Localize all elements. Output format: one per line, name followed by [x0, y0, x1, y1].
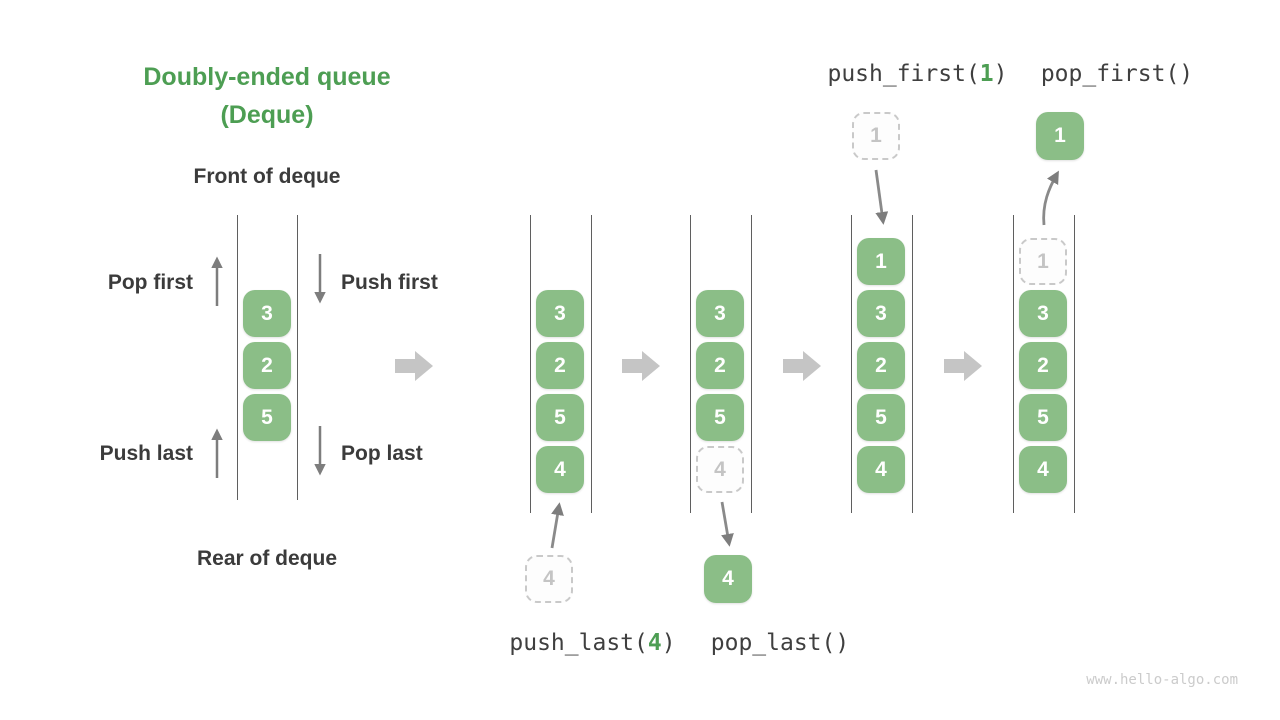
push-first-label: Push first [341, 271, 438, 294]
pop-last-label: Pop last [341, 442, 423, 465]
title-line1: Doubly-ended queue [143, 63, 391, 91]
queue-cell: 5 [536, 394, 584, 441]
queue-cell: 3 [696, 290, 744, 337]
push-first-move-arrow-icon [874, 169, 889, 225]
code-text: push_first( [827, 61, 980, 87]
push-last-label: Push last [99, 442, 193, 465]
push-last-code-label: push_last(4) [495, 629, 690, 657]
ghost-cell: 4 [696, 446, 744, 493]
push-last-move-arrow-icon [550, 502, 564, 549]
queue-cell: 4 [536, 446, 584, 493]
queue-cell: 2 [536, 342, 584, 389]
queue-cell: 2 [1019, 342, 1067, 389]
code-arg: 1 [979, 61, 994, 87]
queue-cell: 3 [243, 290, 291, 337]
rear-of-deque-label: Rear of deque [196, 547, 338, 570]
code-arg: 4 [647, 630, 662, 656]
watermark: www.hello-algo.com [1086, 672, 1238, 688]
queue-cell: 4 [857, 446, 905, 493]
queue-cell: 2 [243, 342, 291, 389]
queue-cell: 5 [857, 394, 905, 441]
queue-cell: 5 [1019, 394, 1067, 441]
transition-arrow-icon [622, 351, 660, 381]
queue-cell: 5 [696, 394, 744, 441]
queue-cell: 4 [1019, 446, 1067, 493]
transition-arrow-icon [944, 351, 982, 381]
queue-after-pop-last: 3 2 5 4 [690, 215, 752, 513]
code-text: ) [661, 630, 676, 656]
queue-cell: 2 [857, 342, 905, 389]
pop-first-label: Pop first [107, 271, 193, 294]
queue-after-pop-first: 1 3 2 5 4 [1013, 215, 1075, 513]
queue-after-push-first: 1 3 2 5 4 [851, 215, 913, 513]
removed-value-box: 1 [1036, 112, 1084, 160]
title-line2: (Deque) [220, 101, 314, 129]
queue-cell: 3 [857, 290, 905, 337]
removed-value-box: 4 [704, 555, 752, 603]
queue-cell: 1 [857, 238, 905, 285]
pop-first-code-label: pop_first() [1040, 61, 1194, 87]
queue-cell: 2 [696, 342, 744, 389]
queue-cell: 5 [243, 394, 291, 441]
pop-first-move-arrow-icon [1042, 170, 1059, 226]
incoming-value-box: 4 [525, 555, 573, 603]
front-of-deque-label: Front of deque [193, 165, 341, 188]
pop-last-move-arrow-icon [720, 501, 734, 547]
queue-demo: 3 2 5 [237, 215, 298, 500]
code-text: ) [993, 61, 1008, 87]
page-title: Doubly-ended queue (Deque) [97, 58, 437, 134]
ghost-cell: 1 [1019, 238, 1067, 285]
push-first-code-label: push_first(1) [820, 60, 1015, 88]
queue-cell: 3 [1019, 290, 1067, 337]
queue-cell: 3 [536, 290, 584, 337]
transition-arrow-icon [395, 351, 433, 381]
incoming-value-box: 1 [852, 112, 900, 160]
transition-arrow-icon [783, 351, 821, 381]
queue-after-push-last: 3 2 5 4 [530, 215, 592, 513]
code-text: push_last( [509, 630, 648, 656]
pop-last-code-label: pop_last() [710, 630, 850, 656]
